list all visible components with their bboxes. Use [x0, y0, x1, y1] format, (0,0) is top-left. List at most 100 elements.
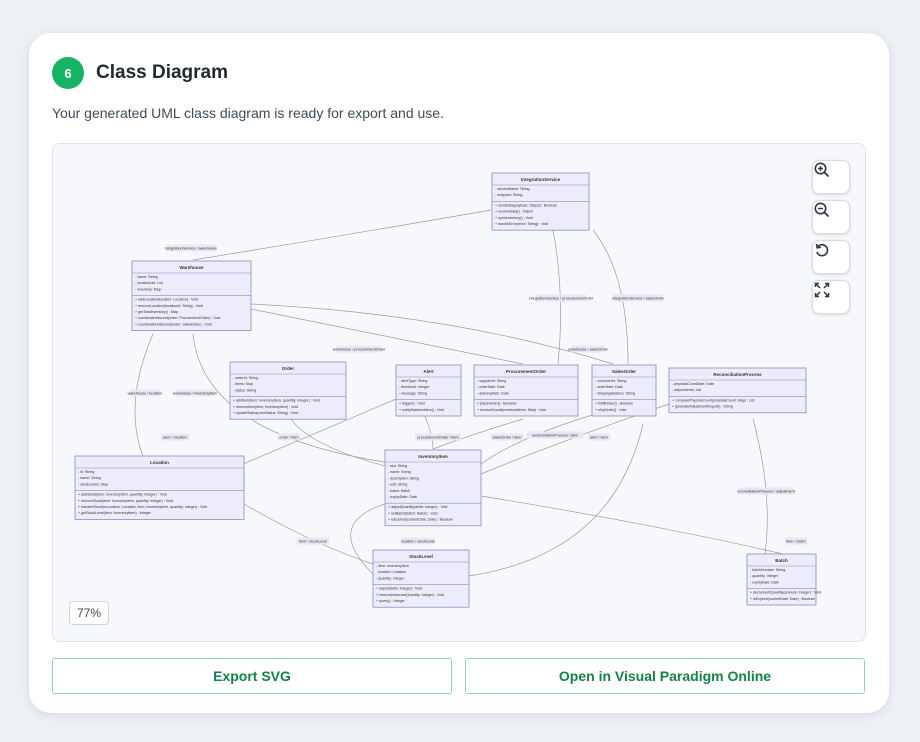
class-order[interactable]: Order- orderId: String- items: Map- stat… — [229, 361, 347, 420]
class-attribute: - serviceName: String — [495, 187, 530, 191]
edge-label: warehouse / location — [128, 389, 163, 397]
association-edge — [192, 209, 492, 261]
class-method: + trigger() : Void — [399, 402, 425, 406]
class-warehouse[interactable]: Warehouse- name: String- locationList: L… — [131, 260, 252, 331]
export-svg-button[interactable]: Export SVG — [52, 658, 452, 694]
class-name: IntegrationService — [521, 177, 561, 182]
class-stock-level[interactable]: StockLevel- item: InventoryItem- locatio… — [372, 549, 470, 608]
class-method: + addStock(item: InventoryItem, quantity… — [78, 493, 167, 497]
svg-text:warehouse / location: warehouse / location — [128, 391, 163, 395]
zoom-in-icon — [814, 162, 830, 178]
edge-label: warehouse / procurementOrder — [333, 345, 386, 353]
class-alert[interactable]: Alert- alertType: String- threshold: Int… — [395, 364, 462, 417]
svg-text:order / item: order / item — [279, 435, 298, 439]
class-attribute: - message: String — [399, 391, 427, 395]
class-method: + notifyStakeholders() : Void — [399, 408, 444, 412]
class-method: + receiveGoods(receivedItems: Map) : Voi… — [477, 408, 546, 412]
association-edge — [250, 303, 614, 365]
svg-text:procurementOrder / item: procurementOrder / item — [417, 435, 458, 439]
fit-screen-button[interactable] — [812, 280, 850, 314]
edge-label: reconciliationProcess / item — [526, 431, 584, 439]
class-batch[interactable]: Batch- batchNumber: String- quantity: In… — [746, 553, 821, 606]
class-name: Location — [150, 460, 169, 465]
svg-text:integrationService / warehouse: integrationService / warehouse — [165, 246, 217, 250]
edge-label: integrationService / warehouse — [165, 244, 217, 252]
class-procurement-order[interactable]: ProcurementOrder- supplierId: String- or… — [473, 364, 579, 417]
class-method: + query() : Integer — [376, 599, 405, 603]
svg-text:reconciliationProcess / adjust: reconciliationProcess / adjustment — [737, 489, 796, 493]
class-method: + addLocation(location: Location) : Void — [135, 298, 198, 302]
open-visual-paradigm-button[interactable]: Open in Visual Paradigm Online — [465, 658, 865, 694]
class-attribute: - inventory: Map — [135, 287, 161, 291]
class-method: + removeStock(item: InventoryItem, quant… — [78, 499, 173, 503]
class-method: + coordinateInbound(order: ProcurementOr… — [135, 316, 220, 320]
association-edge — [468, 423, 644, 577]
zoom-out-button[interactable] — [812, 200, 850, 234]
class-attribute: - sku: String — [388, 464, 407, 468]
class-method: + setBatch(batch: Batch) : Void — [388, 511, 437, 515]
diagram-canvas[interactable]: integrationService / warehouse integratio… — [52, 143, 866, 642]
page-subtitle: Your generated UML class diagram is read… — [52, 105, 444, 121]
association-edge — [242, 398, 397, 465]
class-method: + generateAdjustmentReport() : String — [672, 405, 733, 409]
class-attribute: - customerId: String — [595, 379, 626, 383]
class-attribute: - stockLevels: Map — [78, 482, 108, 486]
class-name: Alert — [423, 369, 434, 374]
zoom-in-button[interactable] — [812, 160, 850, 194]
class-attribute: - name: String — [78, 476, 101, 480]
class-attribute: - endpoint: String — [495, 193, 522, 197]
class-method: + fulfillOrder() : Boolean — [595, 402, 633, 406]
class-method: + addItem(item: InventoryItem, quantity:… — [233, 399, 320, 403]
svg-text:warehouse / inventoryItem: warehouse / inventoryItem — [173, 391, 218, 395]
edge-label: procurementOrder / item — [415, 433, 461, 441]
class-method: + adjustQuantity(delta: Integer) : Void — [388, 505, 447, 509]
diagram-classes: IntegrationService - serviceName: String -… — [74, 172, 821, 608]
class-method: + removeItem(item: InventoryItem) : Void — [233, 405, 298, 409]
class-integration-service[interactable]: IntegrationService - serviceName: String -… — [491, 172, 590, 231]
diagram-edge-labels: integrationService / warehouse integratio… — [128, 244, 808, 545]
uml-class-diagram[interactable]: integrationService / warehouse integratio… — [53, 144, 865, 641]
class-method: + receiveData() : Object — [495, 210, 533, 214]
class-method: + syncInventory() : Void — [495, 216, 533, 220]
class-method: + isExpired(currentDate: Date) : Boolean — [388, 518, 453, 522]
association-edge — [250, 308, 524, 365]
class-sales-order[interactable]: SalesOrder- customerId: String- orderDat… — [591, 364, 657, 417]
class-attribute: - orderDate: Date — [595, 385, 623, 389]
class-method: + updateStatus(newStatus: String) : Void — [233, 411, 298, 415]
class-method: + getStockLevel(item: InventoryItem) : I… — [78, 511, 152, 515]
class-attribute: - supplierId: String — [477, 379, 506, 383]
association-edge — [592, 229, 629, 365]
class-method: + coordinateOutbound(order: SalesOrder) … — [135, 322, 212, 326]
class-attribute: - batch: Batch — [388, 489, 410, 493]
association-edge — [350, 503, 386, 575]
class-method: + shipOrder() : Void — [595, 408, 626, 412]
class-method: + placeOrder() : Boolean — [477, 402, 516, 406]
step-number-badge: 6 — [52, 57, 84, 89]
edge-label: item / batch — [784, 537, 808, 545]
association-edge — [243, 503, 374, 565]
class-location[interactable]: Location - id: String - name: String - stoc… — [74, 455, 245, 520]
zoom-level-indicator: 77% — [69, 601, 109, 625]
class-method: + sendData(payload: Object) : Boolean — [495, 203, 557, 207]
edge-label: warehouse / inventoryItem — [173, 389, 218, 397]
reset-view-button[interactable] — [812, 240, 850, 274]
class-attribute: - id: String — [78, 470, 94, 474]
class-attribute: - batchNumber: String — [750, 568, 785, 572]
class-name: Warehouse — [179, 265, 204, 270]
class-attribute: - locationList: List — [135, 281, 163, 285]
svg-text:integrationService / salesOrde: integrationService / salesOrder — [612, 296, 665, 300]
fit-screen-icon — [814, 282, 830, 298]
svg-text:reconciliationProcess / item: reconciliationProcess / item — [532, 433, 578, 437]
class-name: InventoryItem — [418, 454, 448, 459]
class-name: Order — [282, 366, 295, 371]
class-name: ProcurementOrder — [506, 369, 546, 374]
association-edge — [480, 495, 784, 555]
class-method: + handleError(error: String) : Void — [495, 222, 548, 226]
association-edge — [287, 413, 386, 467]
svg-text:alert / location: alert / location — [163, 435, 187, 439]
class-attribute: - location: Location — [376, 570, 406, 574]
association-edge — [752, 418, 768, 555]
class-reconciliation-process[interactable]: ReconciliationProcess- physicalCountDate… — [668, 367, 807, 414]
edge-label: order / item — [277, 433, 301, 441]
class-inventory-item[interactable]: InventoryItem- sku: String- name: String… — [384, 449, 482, 527]
